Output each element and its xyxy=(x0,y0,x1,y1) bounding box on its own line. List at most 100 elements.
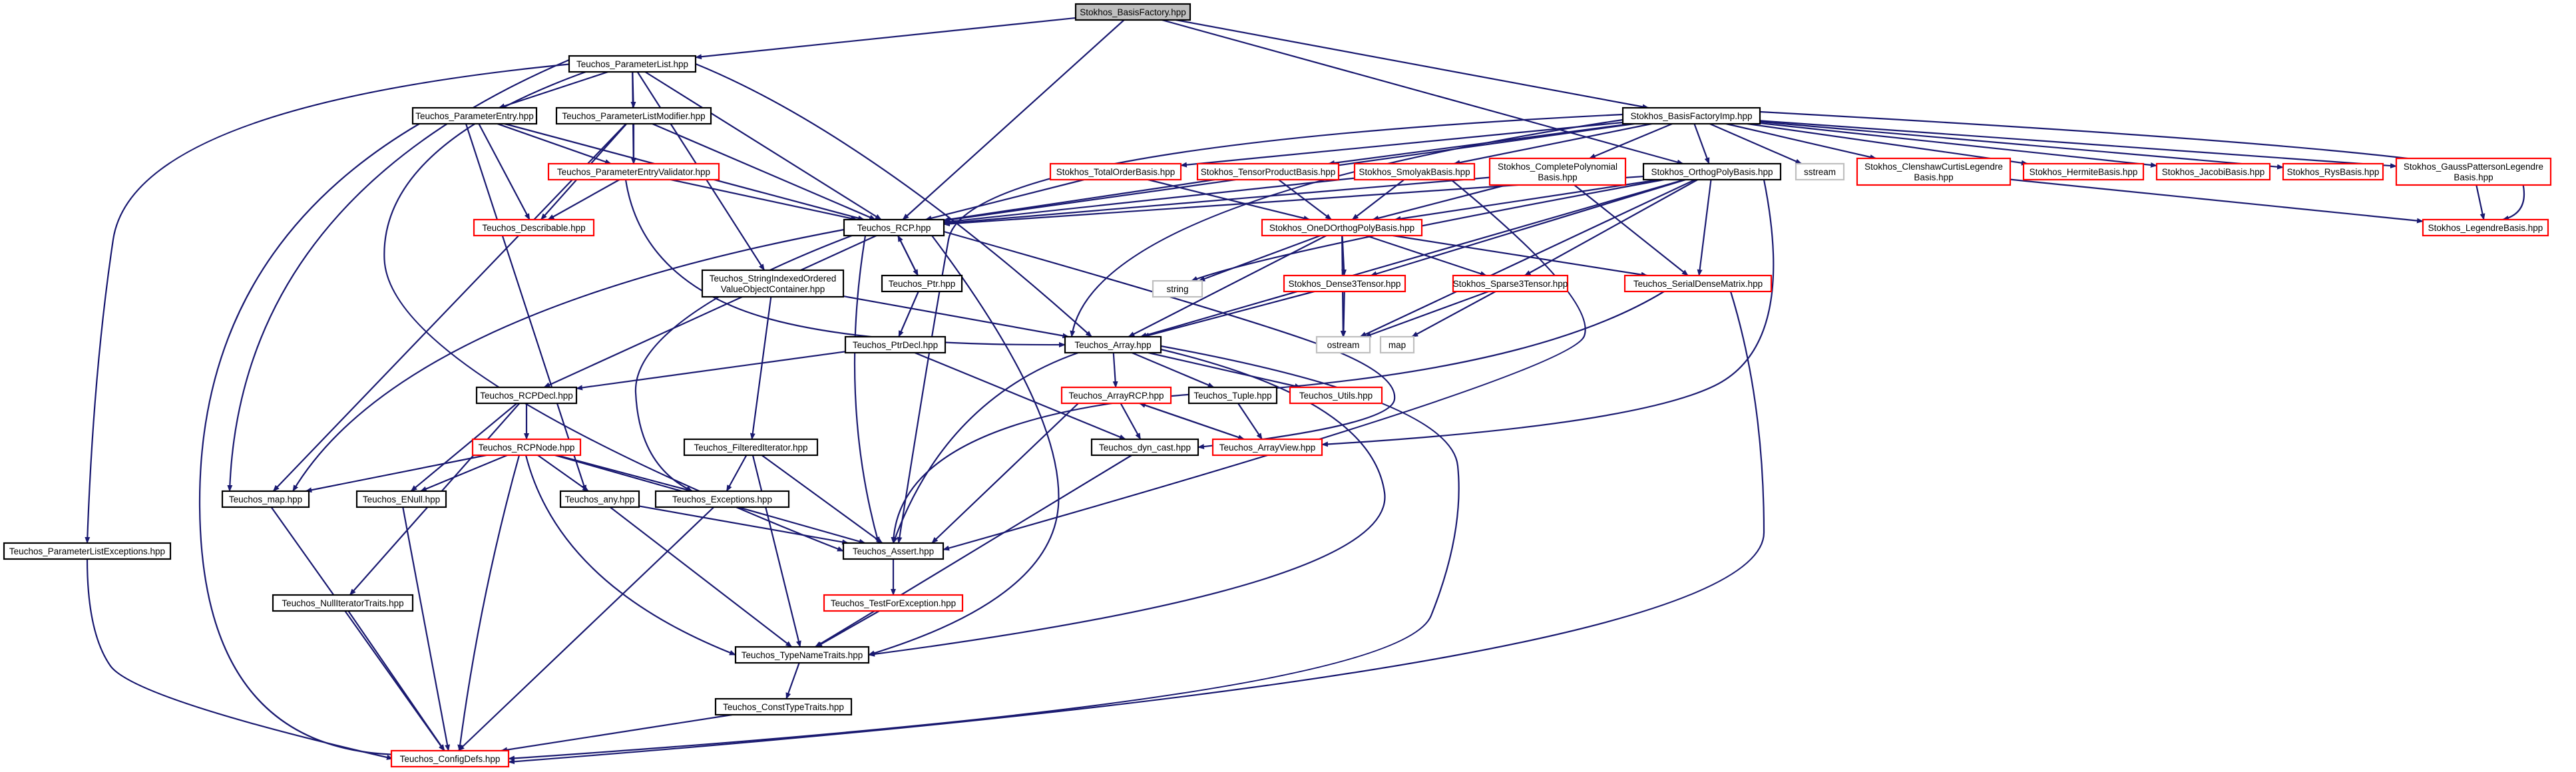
node-tnt[interactable]: Teuchos_TypeNameTraits.hpp xyxy=(734,646,870,664)
node-av[interactable]: Teuchos_ArrayView.hpp xyxy=(1211,438,1323,457)
node-sbf[interactable]: Stokhos_BasisFactory.hpp xyxy=(1074,3,1191,21)
node-ptrd[interactable]: Teuchos_PtrDecl.hpp xyxy=(844,335,947,354)
node-pl[interactable]: Teuchos_ParameterList.hpp xyxy=(568,55,697,73)
node-lb[interactable]: Stokhos_LegendreBasis.hpp xyxy=(2422,218,2549,237)
node-desc[interactable]: Teuchos_Describable.hpp xyxy=(473,218,595,237)
node-box xyxy=(701,269,845,298)
edge-array-to-utils xyxy=(1148,351,1302,389)
node-jb[interactable]: Stokhos_JacobiBasis.hpp xyxy=(2155,162,2271,181)
node-rb[interactable]: Stokhos_RysBasis.hpp xyxy=(2282,162,2384,181)
node-label: Basis.hpp xyxy=(1914,172,1953,182)
edge-enull-to-cfg xyxy=(402,506,451,751)
node-nit[interactable]: Teuchos_NullIteratorTraits.hpp xyxy=(272,594,414,612)
edge-s3t-to-mapstd xyxy=(1411,291,1496,337)
node-any[interactable]: Teuchos_any.hpp xyxy=(559,490,640,508)
edge-pl-to-map xyxy=(227,59,570,492)
node-layer: Stokhos_BasisFactory.hppTeuchos_Paramete… xyxy=(3,3,2552,768)
edge-pl-to-pe xyxy=(498,71,608,109)
edge-pe-to-desc xyxy=(478,123,531,220)
node-sbfi[interactable]: Stokhos_BasisFactoryImp.hpp xyxy=(1621,106,1761,125)
node-tuple[interactable]: Teuchos_Tuple.hpp xyxy=(1187,386,1278,405)
edge-sdm-to-assert xyxy=(891,291,1665,544)
node-ctt[interactable]: Teuchos_ConstTypeTraits.hpp xyxy=(714,697,853,716)
node-rcp[interactable]: Teuchos_RCP.hpp xyxy=(843,218,945,237)
edge-smb-to-rcp xyxy=(943,177,1355,224)
node-odopb[interactable]: Stokhos_OneDOrthogPolyBasis.hpp xyxy=(1261,218,1423,237)
edge-cpb-to-rcp xyxy=(943,176,1490,226)
node-enull[interactable]: Teuchos_ENull.hpp xyxy=(355,490,447,508)
node-plm[interactable]: Teuchos_ParameterListModifier.hpp xyxy=(555,106,712,125)
edge-odopb-to-s3t xyxy=(1365,234,1487,277)
node-label: Teuchos_Array.hpp xyxy=(1074,340,1151,350)
edge-rcpn-to-exc xyxy=(556,454,693,492)
node-label: Stokhos_HermiteBasis.hpp xyxy=(2030,167,2138,177)
node-hb[interactable]: Stokhos_HermiteBasis.hpp xyxy=(2022,162,2145,181)
node-box xyxy=(471,438,582,457)
edge-ptrd-to-dyn xyxy=(914,351,1126,441)
node-label: Teuchos_ConfigDefs.hpp xyxy=(400,754,501,764)
node-tpb[interactable]: Stokhos_TensorProductBasis.hpp xyxy=(1196,162,1340,181)
node-smb[interactable]: Stokhos_SmolyakBasis.hpp xyxy=(1353,162,1476,181)
node-rcpn[interactable]: Teuchos_RCPNode.hpp xyxy=(471,438,582,457)
node-ptr[interactable]: Teuchos_Ptr.hpp xyxy=(881,274,963,293)
node-box xyxy=(2395,157,2552,186)
node-sdm[interactable]: Teuchos_SerialDenseMatrix.hpp xyxy=(1623,274,1773,293)
node-opb[interactable]: Stokhos_OrthogPolyBasis.hpp xyxy=(1642,162,1782,181)
node-tob[interactable]: Stokhos_TotalOrderBasis.hpp xyxy=(1049,162,1182,181)
node-rcpd[interactable]: Teuchos_RCPDecl.hpp xyxy=(475,386,578,405)
edge-smb-to-odopb xyxy=(1351,179,1405,220)
edge-d3t-to-array xyxy=(1142,290,1315,338)
edge-tob-to-rcp xyxy=(925,178,1084,221)
edge-array-to-arcp xyxy=(1112,352,1118,388)
edge-nit-to-cfg xyxy=(347,610,445,751)
node-pev[interactable]: Teuchos_ParameterEntryValidator.hpp xyxy=(547,162,720,181)
node-label: Teuchos_ArrayView.hpp xyxy=(1219,443,1316,453)
node-utils[interactable]: Teuchos_Utils.hpp xyxy=(1289,386,1383,405)
node-label: Stokhos_JacobiBasis.hpp xyxy=(2162,167,2265,177)
edge-pev-to-desc xyxy=(547,179,620,220)
node-pe[interactable]: Teuchos_ParameterEntry.hpp xyxy=(411,106,538,125)
edge-sbfi-to-opb xyxy=(1693,123,1710,164)
node-map[interactable]: Teuchos_map.hpp xyxy=(221,490,310,508)
edge-array-to-tuple xyxy=(1131,351,1215,389)
node-box xyxy=(842,542,945,560)
node-box xyxy=(1452,274,1569,293)
edge-array-to-cfg xyxy=(508,345,1460,761)
edge-ptr-to-ptrd xyxy=(898,291,919,337)
edge-ple-to-cfg xyxy=(86,558,393,760)
node-box xyxy=(844,335,947,354)
edge-opb-to-string xyxy=(1191,178,1665,282)
node-exc[interactable]: Teuchos_Exceptions.hpp xyxy=(654,490,790,508)
node-label: Stokhos_TensorProductBasis.hpp xyxy=(1201,167,1336,177)
node-label: Stokhos_BasisFactoryImp.hpp xyxy=(1630,111,1752,121)
edge-sbf-to-pl xyxy=(695,17,1076,60)
node-dyn[interactable]: Teuchos_dyn_cast.hpp xyxy=(1090,438,1199,457)
edge-array-to-assert xyxy=(892,351,1079,544)
node-box xyxy=(2022,162,2145,181)
node-s3t[interactable]: Stokhos_Sparse3Tensor.hpp xyxy=(1452,274,1569,293)
node-label: Teuchos_Assert.hpp xyxy=(853,546,934,556)
node-ple[interactable]: Teuchos_ParameterListExceptions.hpp xyxy=(3,542,172,560)
node-cfg[interactable]: Teuchos_ConfigDefs.hpp xyxy=(390,749,510,768)
node-label: string xyxy=(1166,284,1188,294)
node-box xyxy=(2155,162,2271,181)
edge-sbf-to-opb xyxy=(1162,19,1684,165)
node-sioc[interactable]: Teuchos_StringIndexedOrderedValueObjectC… xyxy=(701,269,845,298)
node-assert[interactable]: Teuchos_Assert.hpp xyxy=(842,542,945,560)
edge-fi-to-tnt xyxy=(751,455,801,648)
node-array[interactable]: Teuchos_Array.hpp xyxy=(1064,335,1162,354)
node-label: Teuchos_Ptr.hpp xyxy=(889,279,956,289)
node-fi[interactable]: Teuchos_FilteredIterator.hpp xyxy=(683,438,819,457)
node-box xyxy=(390,749,510,768)
edge-cpb-to-odopb xyxy=(1372,184,1507,221)
edge-pl-to-array xyxy=(695,63,1092,337)
edge-ptr-to-rcp xyxy=(897,235,919,276)
edge-rcp-to-tnt xyxy=(868,235,1060,656)
node-label: Basis.hpp xyxy=(2454,172,2493,182)
node-tfe[interactable]: Teuchos_TestForException.hpp xyxy=(823,594,964,612)
node-d3t[interactable]: Stokhos_Dense3Tensor.hpp xyxy=(1283,274,1406,293)
node-arcp[interactable]: Teuchos_ArrayRCP.hpp xyxy=(1060,386,1172,405)
